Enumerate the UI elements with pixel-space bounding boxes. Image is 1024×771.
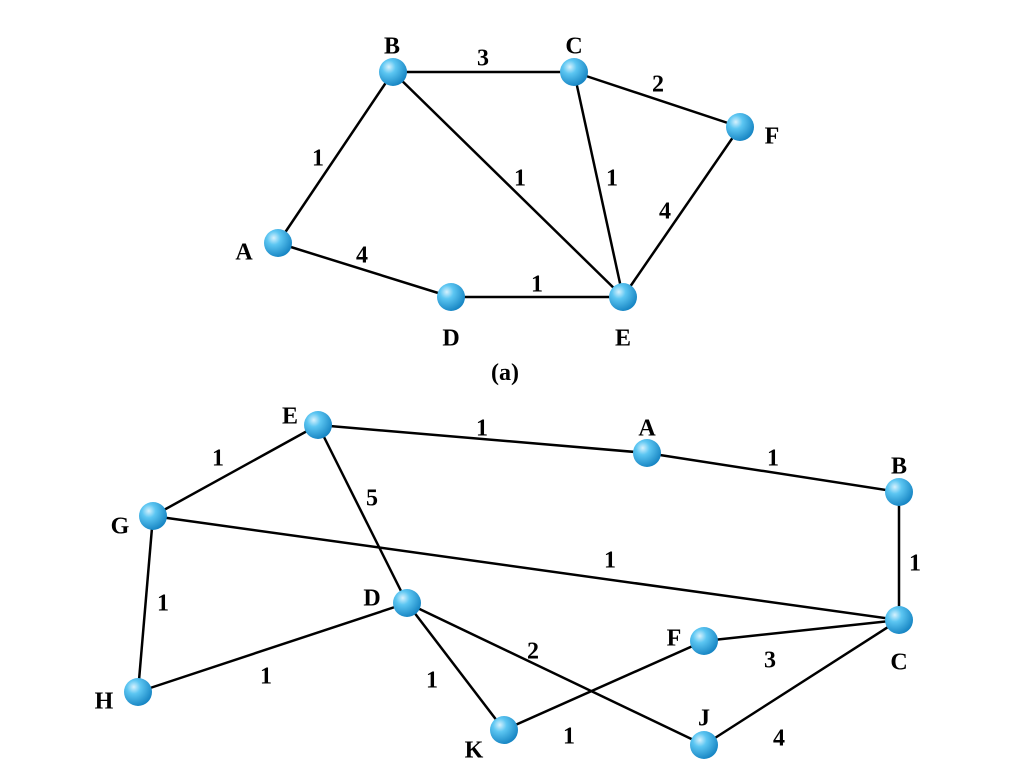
graph-b-node-label-k: K (465, 738, 484, 764)
graph-a-edge-c-e (572, 71, 625, 298)
graph-b-edge-g-c (152, 514, 900, 622)
graph-b-edge-a-b (646, 451, 900, 494)
graph-a-node-e (609, 283, 637, 311)
graph-a-node-label-a: A (235, 240, 253, 266)
graph-b-edge-d-j (406, 601, 705, 747)
graph-b-node-k (490, 716, 518, 744)
graph-a-node-label-f: F (765, 124, 780, 150)
graph-b-edge-k-f (503, 639, 705, 732)
graph-b-edge-h-d (137, 601, 408, 694)
graph-b-edge-weight-h-d: 1 (260, 664, 272, 690)
graph-b-edge-weight-d-j: 2 (527, 639, 539, 665)
graph-b-node-h (124, 678, 152, 706)
graph-a-edge-c-f (573, 70, 741, 129)
graph-b: 1 1 1 5 1 1 1 1 1 2 3 1 4 E A B G C D F H K J (95, 404, 921, 764)
graph-a-node-label-c: C (565, 34, 582, 60)
graph-a: 1 3 2 1 1 4 4 1 A B C D E F (a) (235, 34, 779, 387)
graph-a-node-f (726, 113, 754, 141)
graph-a-edge-weight-f-e: 4 (659, 199, 671, 225)
graph-a-node-label-d: D (442, 326, 459, 352)
graph-a-edge-weight-c-f: 2 (652, 72, 664, 98)
graph-b-node-label-g: G (111, 514, 130, 540)
graph-b-node-b (885, 478, 913, 506)
graph-a-edge-weight-b-e: 1 (514, 166, 526, 192)
graph-a-node-d (437, 283, 465, 311)
graph-b-edge-weight-f-c: 3 (764, 648, 776, 674)
graph-b-edge-e-d (316, 424, 409, 604)
graph-b-edge-g-h (136, 515, 155, 693)
graph-a-edge-f-e (621, 126, 742, 298)
graph-b-node-f (690, 627, 718, 655)
graph-a-node-label-b: B (384, 34, 400, 60)
graph-a-edge-weight-d-e: 1 (531, 272, 543, 298)
graph-b-edge-weight-g-e: 1 (212, 446, 224, 472)
graph-a-edge-weight-a-b: 1 (312, 146, 324, 172)
graph-b-node-c (885, 606, 913, 634)
graph-b-edge-weight-b-c: 1 (909, 551, 921, 577)
graph-b-node-label-c: C (890, 650, 907, 676)
graph-b-edge-e-a (317, 423, 648, 455)
graph-b-node-e (304, 411, 332, 439)
graph-b-edge-weight-a-b: 1 (767, 446, 779, 472)
graph-b-edge-g-e (152, 423, 319, 518)
graph-b-edge-f-c (703, 618, 900, 643)
graph-a-edge-weight-b-c: 3 (477, 46, 489, 72)
graph-b-edge-weight-k-f: 1 (563, 724, 575, 750)
graph-a-edge-a-b (276, 71, 395, 244)
graph-b-node-label-j: J (698, 706, 710, 732)
graph-b-node-j (690, 731, 718, 759)
graph-b-node-label-a: A (638, 416, 656, 442)
graph-b-edge-d-k (406, 602, 505, 731)
graph-a-node-c (560, 58, 588, 86)
graph-b-node-label-b: B (891, 454, 907, 480)
graph-a-node-a (264, 229, 292, 257)
graph-b-edge-weight-g-c: 1 (604, 548, 616, 574)
graph-a-edge-weight-a-d: 4 (356, 243, 368, 269)
graph-a-node-b (379, 58, 407, 86)
graph-b-node-label-f: F (667, 626, 682, 652)
graph-b-edge-j-c (703, 618, 900, 747)
graph-b-node-label-d: D (363, 586, 380, 612)
graph-b-node-label-h: H (95, 689, 114, 715)
graph-b-edge-weight-e-d: 5 (366, 486, 378, 512)
graph-a-edge-b-e (392, 71, 624, 298)
graph-b-node-label-e: E (282, 404, 298, 430)
graph-b-edge-weight-j-c: 4 (773, 726, 785, 752)
graph-b-edge-weight-d-k: 1 (426, 668, 438, 694)
graph-b-node-g (139, 502, 167, 530)
graph-b-edge-weight-g-h: 1 (157, 591, 169, 617)
graph-b-node-a (633, 439, 661, 467)
graph-b-edge-weight-e-a: 1 (476, 416, 488, 442)
graph-a-edge-weight-c-e: 1 (606, 166, 618, 192)
graph-b-node-d (393, 589, 421, 617)
graph-a-node-label-e: E (615, 326, 631, 352)
graph-a-edge-a-d (277, 241, 452, 299)
graph-a-caption: (a) (491, 360, 519, 386)
